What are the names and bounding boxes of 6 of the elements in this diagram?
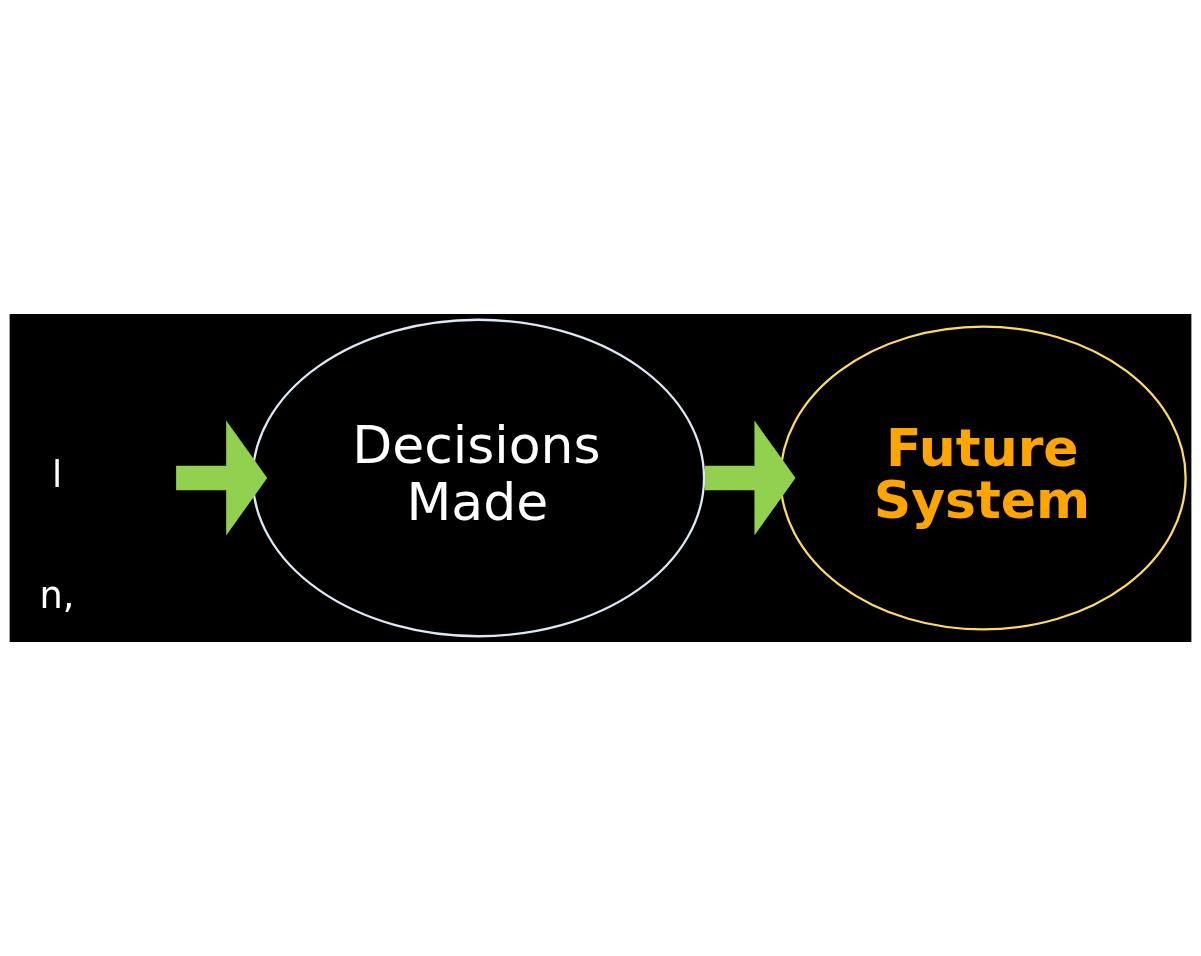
label: l [51,453,63,497]
arrow [176,420,268,536]
label: n, [39,574,75,618]
node-ellipse: Decisions Made [251,318,706,638]
arrow [705,420,796,536]
node-ellipse: Future System [779,325,1187,631]
